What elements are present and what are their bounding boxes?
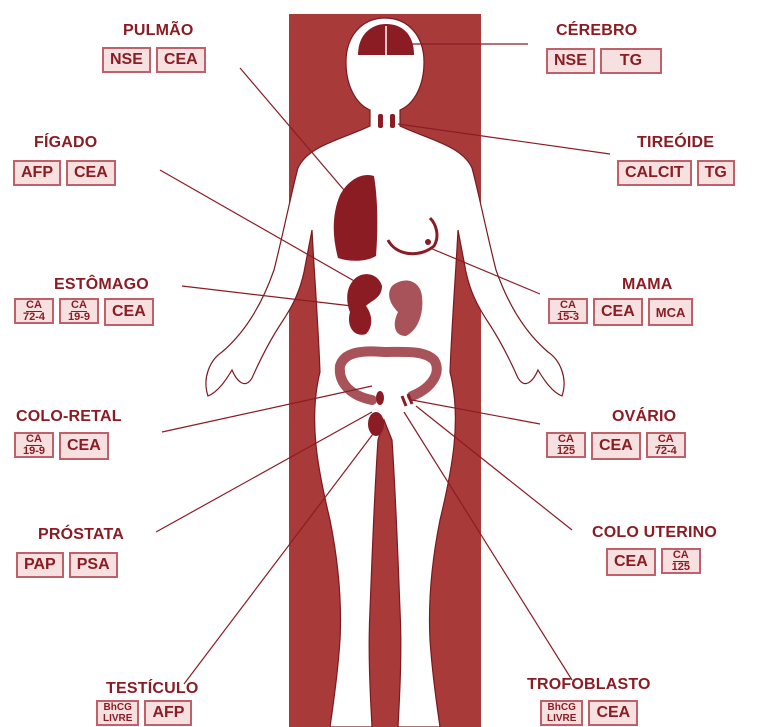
markers-cerebro: NSE TG bbox=[546, 48, 662, 74]
marker-afp: AFP bbox=[144, 700, 192, 726]
markers-prostata: PAP PSA bbox=[16, 552, 118, 578]
label-tireoide: TIREÓIDE bbox=[637, 134, 714, 152]
label-colo-uterino: COLO UTERINO bbox=[592, 524, 717, 542]
uterus-shape bbox=[376, 391, 384, 405]
label-cerebro: CÉREBRO bbox=[556, 22, 637, 40]
label-testiculo: TESTÍCULO bbox=[106, 680, 198, 698]
marker-afp: AFP bbox=[13, 160, 61, 186]
label-pulmao: PULMÃO bbox=[123, 22, 194, 40]
marker-cea: CEA bbox=[606, 548, 656, 576]
label-figado: FÍGADO bbox=[34, 134, 97, 152]
marker-calcit: CALCIT bbox=[617, 160, 692, 186]
marker-cea: CEA bbox=[156, 47, 206, 73]
label-mama: MAMA bbox=[622, 276, 673, 294]
marker-nse: NSE bbox=[102, 47, 151, 73]
markers-figado: AFP CEA bbox=[13, 160, 116, 186]
markers-tireoide: CALCIT TG bbox=[617, 160, 735, 186]
label-trofoblasto: TROFOBLASTO bbox=[527, 676, 651, 694]
marker-nse: NSE bbox=[546, 48, 595, 74]
marker-cea: CEA bbox=[588, 700, 638, 726]
markers-pulmao: NSE CEA bbox=[102, 47, 206, 73]
marker-cea: CEA bbox=[66, 160, 116, 186]
marker-tg: TG bbox=[697, 160, 735, 186]
body-silhouette bbox=[206, 18, 564, 727]
marker-pap: PAP bbox=[16, 552, 64, 578]
marker-cea: CEA bbox=[593, 298, 643, 326]
testicle-shape bbox=[368, 412, 384, 436]
marker-cea: CEA bbox=[59, 432, 109, 460]
label-prostata: PRÓSTATA bbox=[38, 526, 124, 544]
marker-cea: CEA bbox=[104, 298, 154, 326]
label-ovario: OVÁRIO bbox=[612, 408, 676, 426]
marker-cea: CEA bbox=[591, 432, 641, 460]
marker-psa: PSA bbox=[69, 552, 118, 578]
marker-tg: TG bbox=[600, 48, 662, 74]
marker-mca: MCA bbox=[648, 298, 694, 326]
label-colo-retal: COLO-RETAL bbox=[16, 408, 122, 426]
thyroid-shape bbox=[378, 114, 383, 128]
label-estomago: ESTÔMAGO bbox=[54, 276, 149, 294]
